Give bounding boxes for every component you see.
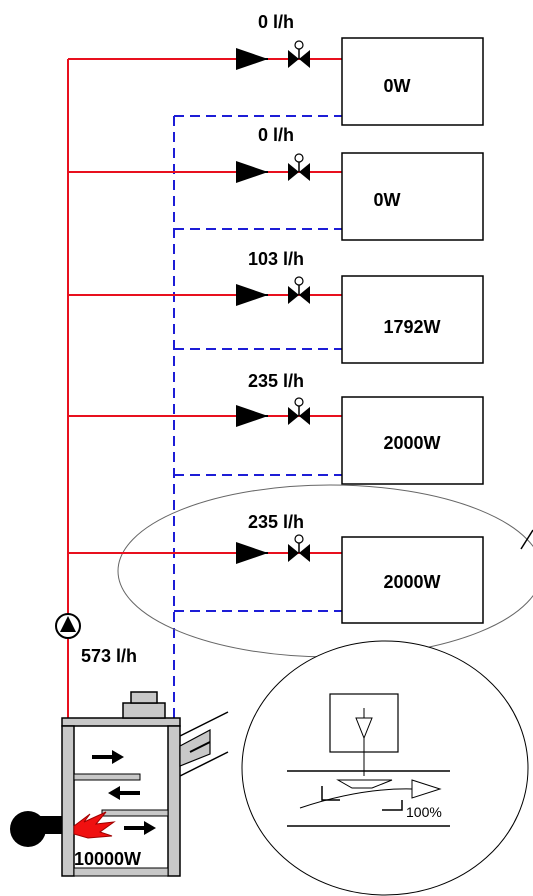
chimney xyxy=(122,702,166,719)
flow-arrow-icon xyxy=(108,786,140,800)
radiator-power-label: 2000W xyxy=(383,572,440,592)
circuit-flow-label: 235 l/h xyxy=(248,512,304,532)
flow-arrow-icon xyxy=(299,788,413,809)
thermostatic-valve-icon[interactable] xyxy=(288,534,310,562)
thermostatic-valve-icon[interactable] xyxy=(288,40,310,68)
radiator-power-label: 0W xyxy=(374,190,401,210)
valve-opening-label: 100% xyxy=(406,804,442,820)
radiator-power-label: 2000W xyxy=(383,433,440,453)
thermostatic-valve-icon[interactable] xyxy=(288,153,310,181)
flow-arrow-icon xyxy=(92,750,124,764)
circuit-4: 235 l/h 2000W xyxy=(68,371,484,485)
circuit-flow-label: 0 l/h xyxy=(258,125,294,145)
radiator-box[interactable] xyxy=(341,536,484,624)
thermostatic-valve-icon[interactable] xyxy=(288,276,310,304)
circuit-flow-label: 235 l/h xyxy=(248,371,304,391)
circuit-flow-label: 0 l/h xyxy=(258,12,294,32)
radiator-box[interactable] xyxy=(341,37,484,126)
radiator-power-label: 0W xyxy=(384,76,411,96)
radiator-box[interactable] xyxy=(341,152,484,241)
circuit-3: 103 l/h 1792W xyxy=(68,249,484,364)
pump-icon[interactable] xyxy=(55,613,81,639)
radiator-box[interactable] xyxy=(341,275,484,364)
burner-fan-icon xyxy=(10,811,62,847)
pump-flow-label: 573 l/h xyxy=(81,646,137,666)
valve-detail-inset: 100% xyxy=(241,640,529,896)
circuit-flow-label: 103 l/h xyxy=(248,249,304,269)
radiator-power-label: 1792W xyxy=(383,317,440,337)
boiler-power-label: 10000W xyxy=(74,849,141,869)
circuit-2: 0 l/h 0W xyxy=(68,125,484,241)
flow-arrow-icon xyxy=(124,821,156,835)
flame-icon xyxy=(73,811,116,839)
thermostatic-valve-icon[interactable] xyxy=(288,397,310,425)
callout-line xyxy=(520,529,533,550)
radiator-box[interactable] xyxy=(341,396,484,485)
boiler[interactable] xyxy=(10,691,229,877)
circuit-1: 0 l/h 0W xyxy=(68,12,484,126)
circuit-5: 235 l/h 2000W xyxy=(68,512,484,624)
